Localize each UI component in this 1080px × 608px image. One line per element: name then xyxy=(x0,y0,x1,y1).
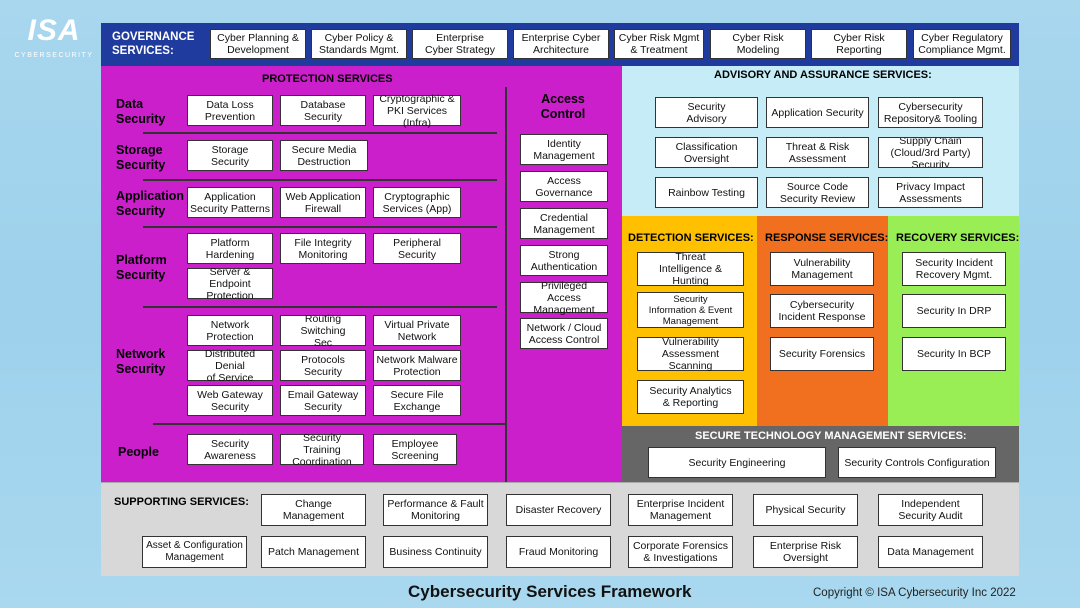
service-box[interactable]: Protocols Security xyxy=(280,350,366,381)
service-box[interactable]: Distributed Denial of Service xyxy=(187,348,273,384)
service-box[interactable]: Application Security Patterns xyxy=(187,187,273,218)
governance-label: GOVERNANCE SERVICES: xyxy=(112,31,195,57)
row-label-people: People xyxy=(118,445,159,459)
service-box[interactable]: Security Awareness xyxy=(187,434,273,465)
response-title: RESPONSE SERVICES: xyxy=(765,232,889,244)
row-label-network: Network Security xyxy=(116,347,166,376)
protection-title: PROTECTION SERVICES xyxy=(262,73,393,85)
recovery-title: RECOVERY SERVICES: xyxy=(896,232,1020,244)
recovery-item[interactable]: Security In DRP xyxy=(902,294,1006,328)
advisory-item[interactable]: Application Security xyxy=(766,97,869,128)
row-divider xyxy=(143,306,497,308)
access-item[interactable]: Identity Management xyxy=(520,134,608,165)
service-box[interactable]: Peripheral Security xyxy=(373,233,461,264)
gov-item[interactable]: Cyber Risk Modeling xyxy=(710,29,806,59)
stm-item[interactable]: Security Engineering xyxy=(648,447,826,478)
detection-item[interactable]: Threat Intelligence & Hunting xyxy=(637,251,744,287)
service-box[interactable]: Secure Media Destruction xyxy=(280,140,368,171)
service-box[interactable]: Web Gateway Security xyxy=(187,385,273,416)
supporting-item[interactable]: Data Management xyxy=(878,536,983,568)
service-box[interactable]: Network Protection xyxy=(187,315,273,346)
supporting-item[interactable]: Enterprise Incident Management xyxy=(628,494,733,526)
isa-logo: ISA CYBERSECURITY xyxy=(14,14,94,66)
row-label-data: Data Security xyxy=(116,97,166,126)
service-box[interactable]: Email Gateway Security xyxy=(280,385,366,416)
response-item[interactable]: Security Forensics xyxy=(770,337,874,371)
service-box[interactable]: Web Application Firewall xyxy=(280,187,366,218)
logo-text: ISA xyxy=(27,14,81,47)
detection-item[interactable]: Security Information & Event Management xyxy=(637,292,744,328)
advisory-item[interactable]: Privacy Impact Assessments xyxy=(878,177,983,208)
supporting-item[interactable]: Performance & Fault Monitoring xyxy=(383,494,488,526)
supporting-item[interactable]: Independent Security Audit xyxy=(878,494,983,526)
supporting-title: SUPPORTING SERVICES: xyxy=(114,496,249,508)
gov-item[interactable]: Cyber Policy & Standards Mgmt. xyxy=(311,29,407,59)
service-box[interactable]: Platform Hardening xyxy=(187,233,273,264)
row-divider xyxy=(143,132,497,134)
access-title: Access Control xyxy=(540,92,586,121)
gov-item[interactable]: Enterprise Cyber Strategy xyxy=(412,29,508,59)
access-item[interactable]: Access Governance xyxy=(520,171,608,202)
footer-title: Cybersecurity Services Framework xyxy=(408,582,692,601)
gov-item[interactable]: Cyber Regulatory Compliance Mgmt. xyxy=(913,29,1011,59)
service-box[interactable]: Storage Security xyxy=(187,140,273,171)
supporting-item[interactable]: Patch Management xyxy=(261,536,366,568)
logo-subtext: CYBERSECURITY xyxy=(14,52,94,59)
gov-item[interactable]: Cyber Planning & Development xyxy=(210,29,306,59)
stm-title: SECURE TECHNOLOGY MANAGEMENT SERVICES: xyxy=(695,430,967,442)
access-item[interactable]: Credential Management xyxy=(520,208,608,239)
supporting-item[interactable]: Asset & Configuration Management xyxy=(142,536,247,568)
service-box[interactable]: Employee Screening xyxy=(373,434,457,465)
access-item[interactable]: Strong Authentication xyxy=(520,245,608,276)
gov-item[interactable]: Cyber Risk Reporting xyxy=(811,29,907,59)
access-item[interactable]: Privileged Access Management xyxy=(520,280,608,316)
advisory-item[interactable]: Security Advisory xyxy=(655,97,758,128)
service-box[interactable]: Cryptographic Services (App) xyxy=(373,187,461,218)
service-box[interactable]: Network Malware Protection xyxy=(373,350,461,381)
supporting-item[interactable]: Physical Security xyxy=(753,494,858,526)
row-label-application: Application Security xyxy=(116,189,185,218)
service-box[interactable]: Routing Switching Sec xyxy=(280,313,366,349)
supporting-item[interactable]: Enterprise Risk Oversight xyxy=(753,536,858,568)
supporting-item[interactable]: Corporate Forensics & Investigations xyxy=(628,536,733,568)
recovery-item[interactable]: Security Incident Recovery Mgmt. xyxy=(902,252,1006,286)
supporting-item[interactable]: Business Continuity xyxy=(383,536,488,568)
service-box[interactable]: File Integrity Monitoring xyxy=(280,233,366,264)
row-label-storage: Storage Security xyxy=(116,143,166,172)
service-box[interactable]: Server & Endpoint Protection xyxy=(187,266,273,302)
gov-item[interactable]: Enterprise Cyber Architecture xyxy=(513,29,609,59)
row-label-platform: Platform Security xyxy=(116,253,167,282)
response-item[interactable]: Cybersecurity Incident Response xyxy=(770,294,874,328)
advisory-item[interactable]: Threat & Risk Assessment xyxy=(766,137,869,168)
supporting-item[interactable]: Disaster Recovery xyxy=(506,494,611,526)
detection-item[interactable]: Vulnerability Assessment Scanning xyxy=(637,336,744,372)
service-box[interactable]: Cryptographic & PKI Services (Infra) xyxy=(373,93,461,129)
recovery-item[interactable]: Security In BCP xyxy=(902,337,1006,371)
response-item[interactable]: Vulnerability Management xyxy=(770,252,874,286)
supporting-item[interactable]: Fraud Monitoring xyxy=(506,536,611,568)
advisory-item[interactable]: Supply Chain (Cloud/3rd Party) Security xyxy=(878,137,983,168)
service-box[interactable]: Security Training Coordination xyxy=(280,432,364,468)
copyright: Copyright © ISA Cybersecurity Inc 2022 xyxy=(813,587,1016,599)
service-box[interactable]: Virtual Private Network xyxy=(373,315,461,346)
stm-item[interactable]: Security Controls Configuration xyxy=(838,447,996,478)
advisory-item[interactable]: Cybersecurity Repository& Tooling xyxy=(878,97,983,128)
service-box[interactable]: Database Security xyxy=(280,95,366,126)
row-divider xyxy=(153,423,505,425)
access-item[interactable]: Network / Cloud Access Control xyxy=(520,318,608,349)
advisory-title: ADVISORY AND ASSURANCE SERVICES: xyxy=(714,69,932,81)
service-box[interactable]: Data Loss Prevention xyxy=(187,95,273,126)
gov-item[interactable]: Cyber Risk Mgmt & Treatment xyxy=(614,29,704,59)
service-box[interactable]: Secure File Exchange xyxy=(373,385,461,416)
advisory-item[interactable]: Rainbow Testing xyxy=(655,177,758,208)
detection-item[interactable]: Security Analytics & Reporting xyxy=(637,380,744,414)
row-divider xyxy=(143,226,497,228)
access-divider xyxy=(505,87,507,482)
row-divider xyxy=(143,179,497,181)
advisory-item[interactable]: Classification Oversight xyxy=(655,137,758,168)
advisory-item[interactable]: Source Code Security Review xyxy=(766,177,869,208)
supporting-item[interactable]: Change Management xyxy=(261,494,366,526)
detection-title: DETECTION SERVICES: xyxy=(628,232,754,244)
